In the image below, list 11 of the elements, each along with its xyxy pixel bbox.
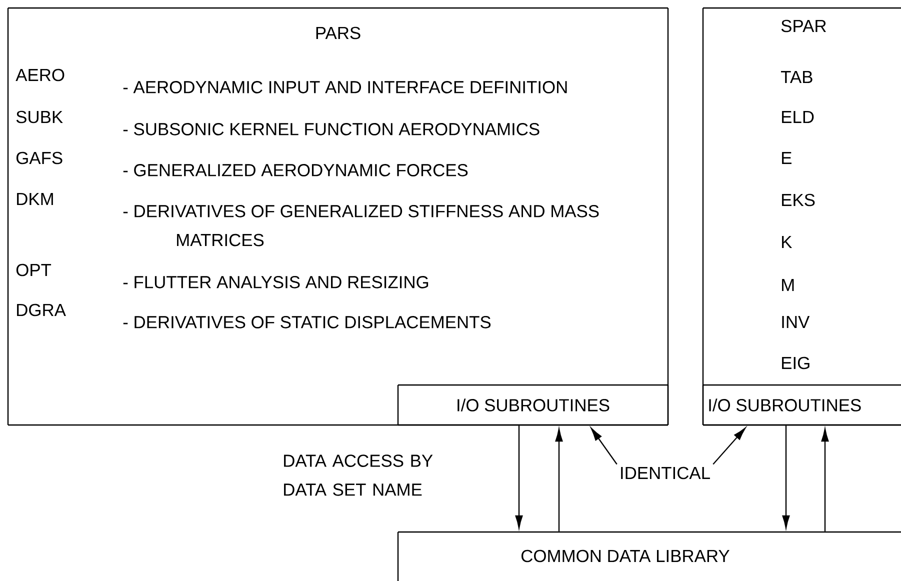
subroutine-box: I/O SUBROUTINES bbox=[397, 384, 669, 426]
subroutine-box: I/O SUBROUTINES bbox=[702, 384, 901, 426]
leader-line bbox=[712, 428, 746, 465]
arrow bbox=[555, 428, 563, 532]
callout-text: IDENTICAL bbox=[621, 466, 710, 480]
leader-line bbox=[590, 428, 618, 465]
library-box: COMMON DATA LIBRARY bbox=[397, 531, 901, 581]
arrow bbox=[821, 428, 829, 532]
note-text: DATA ACCESS BY DATA SET NAME bbox=[284, 454, 433, 496]
arrow bbox=[515, 426, 523, 528]
arrow bbox=[782, 426, 790, 528]
